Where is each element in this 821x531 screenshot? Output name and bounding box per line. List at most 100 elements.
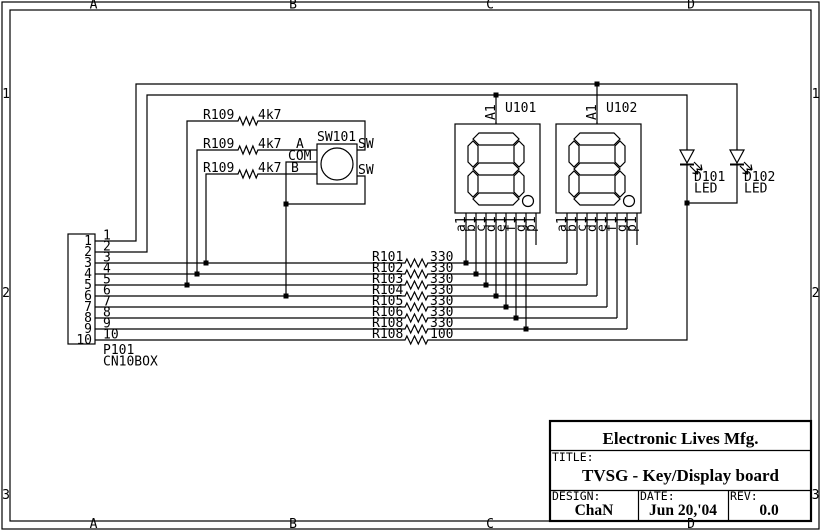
wire-seg-c [95, 279, 587, 291]
connector-package: CN10BOX [103, 355, 158, 370]
junction-dot [483, 282, 489, 288]
frame-col-label-top-b: B [289, 0, 297, 13]
connector-wire-label: 3 [103, 251, 111, 266]
frame-col-label-top-d: D [687, 0, 695, 13]
company-name: Electronic Lives Mfg. [603, 429, 759, 448]
junction-dot [523, 326, 529, 332]
drawing-title: TVSG - Key/Display board [582, 466, 779, 485]
display-seg-pin-label: c1 [575, 216, 590, 232]
led-diode-symbol [728, 149, 746, 165]
drawing-date: Jun 20,'04 [649, 502, 717, 519]
display-seg-pin-label: p1 [625, 216, 640, 232]
segment-bus: R101 330 R102 330 R103 330 R104 330 R105… [95, 203, 688, 346]
resistor-ref: R108 [372, 316, 403, 331]
connector-pin-number: 6 [84, 289, 92, 304]
connector-pin-number: 10 [76, 333, 92, 348]
resistor-ref: R105 [372, 294, 403, 309]
junction-dot [184, 282, 190, 288]
resistor-ref: R109 [203, 108, 234, 123]
frame-row-label-right-1: 1 [812, 87, 820, 102]
frame-row-label-left-2: 2 [2, 286, 10, 301]
title-block: Electronic Lives Mfg. TITLE: TVSG - Key/… [548, 419, 813, 523]
wire-seg-e [95, 301, 607, 313]
connector-pin-number: 2 [84, 245, 92, 260]
resistor-ref: R101 [372, 250, 403, 265]
key-switch-circuit: SW101 A COM B SW SW R109 4k7 R109 4k7 R1… [186, 108, 374, 296]
resistor-value: 330 [430, 272, 453, 287]
display-u101: U101 A1 a1 b1 c1 d1 e1 f1 g1 p1 [454, 101, 541, 330]
junction-dot [283, 293, 289, 299]
resistor-ref: R109 [203, 137, 234, 152]
display-seg-pin-label: d1 [484, 216, 499, 232]
connector-pin-number: 9 [84, 322, 92, 337]
junction-dot [203, 260, 209, 266]
resistor-value: 330 [430, 294, 453, 309]
resistor-value: 4k7 [258, 161, 281, 176]
display-seg-pin-label: b1 [464, 216, 479, 232]
display-seg-pin-label: p1 [524, 216, 539, 232]
display-seg-pin-label: e1 [494, 216, 509, 232]
resistor-ref: R108 [372, 327, 403, 342]
frame-col-label-top-c: C [486, 0, 494, 13]
switch-rotor [320, 147, 354, 181]
connector-wire-label: 9 [103, 317, 111, 332]
resistor-value: 100 [430, 327, 453, 342]
switch-pin-sw-bottom-label: SW [358, 163, 374, 178]
resistor-ref: R106 [372, 305, 403, 320]
title-block-dividers [550, 449, 811, 521]
resistor-value: 330 [430, 316, 453, 331]
junction-dot [283, 201, 289, 207]
led-d102: D102 LED [687, 149, 775, 204]
resistor-ref: R102 [372, 261, 403, 276]
connector-pin-number: 7 [84, 300, 92, 315]
frame-row-label-right-3: 3 [812, 488, 820, 503]
frame-col-label-bottom-a: A [90, 517, 98, 531]
connector-p101: 1 2 3 4 5 6 7 8 9 10 1 2 3 4 5 6 7 8 9 1… [67, 229, 158, 370]
connector-body [67, 233, 96, 345]
date-label: DATE: [640, 489, 675, 503]
connector-wire-label: 4 [103, 262, 111, 277]
frame-col-label-bottom-c: C [486, 517, 494, 531]
anode-rails [95, 83, 738, 253]
display-seg-pin-label: g1 [514, 216, 529, 232]
display-seg-pin-label: c1 [474, 216, 489, 232]
junction-dot [493, 92, 499, 98]
title-block-border [548, 419, 813, 523]
display-seg-pin-label: f1 [605, 216, 620, 232]
wire-led-return [95, 203, 688, 346]
led-emission-arrows [739, 161, 753, 175]
display-seg-pin-label: e1 [595, 216, 610, 232]
design-label: DESIGN: [552, 489, 600, 503]
led-d101: D101 LED [678, 149, 725, 203]
connector-pin-number: 5 [84, 278, 92, 293]
connector-pin-number: 3 [84, 256, 92, 271]
wire-r109-1 [186, 115, 366, 285]
rev-label: REV: [730, 489, 758, 503]
frame-row-label-right-2: 2 [812, 286, 820, 301]
connector-wire-label: 8 [103, 306, 111, 321]
switch-pin-sw-top-label: SW [358, 137, 374, 152]
display-seg-pin-label: f1 [504, 216, 519, 232]
junction-dot [684, 200, 690, 206]
resistor-ref: R103 [372, 272, 403, 287]
wire-r109-3 [205, 168, 317, 263]
connector-pin-number: 8 [84, 311, 92, 326]
frame-inner-border [9, 9, 812, 522]
display-ref: U101 [505, 101, 536, 116]
resistor-value: 330 [430, 250, 453, 265]
resistor-value: 330 [430, 283, 453, 298]
switch-pin-b-label: B [291, 161, 299, 176]
display-seg-pin-label: a1 [555, 216, 570, 232]
connector-wire-label: 7 [103, 295, 111, 310]
switch-ref: SW101 [317, 130, 356, 145]
led-ref: D101 [694, 170, 725, 185]
switch-pin-a-label: A [296, 137, 304, 152]
wire-pin1-rail [95, 83, 738, 242]
frame-col-label-top-a: A [90, 0, 98, 13]
frame-row-label-left-1: 1 [2, 87, 10, 102]
display-seg-pin-label: g1 [615, 216, 630, 232]
connector-wire-label: 1 [103, 229, 111, 244]
